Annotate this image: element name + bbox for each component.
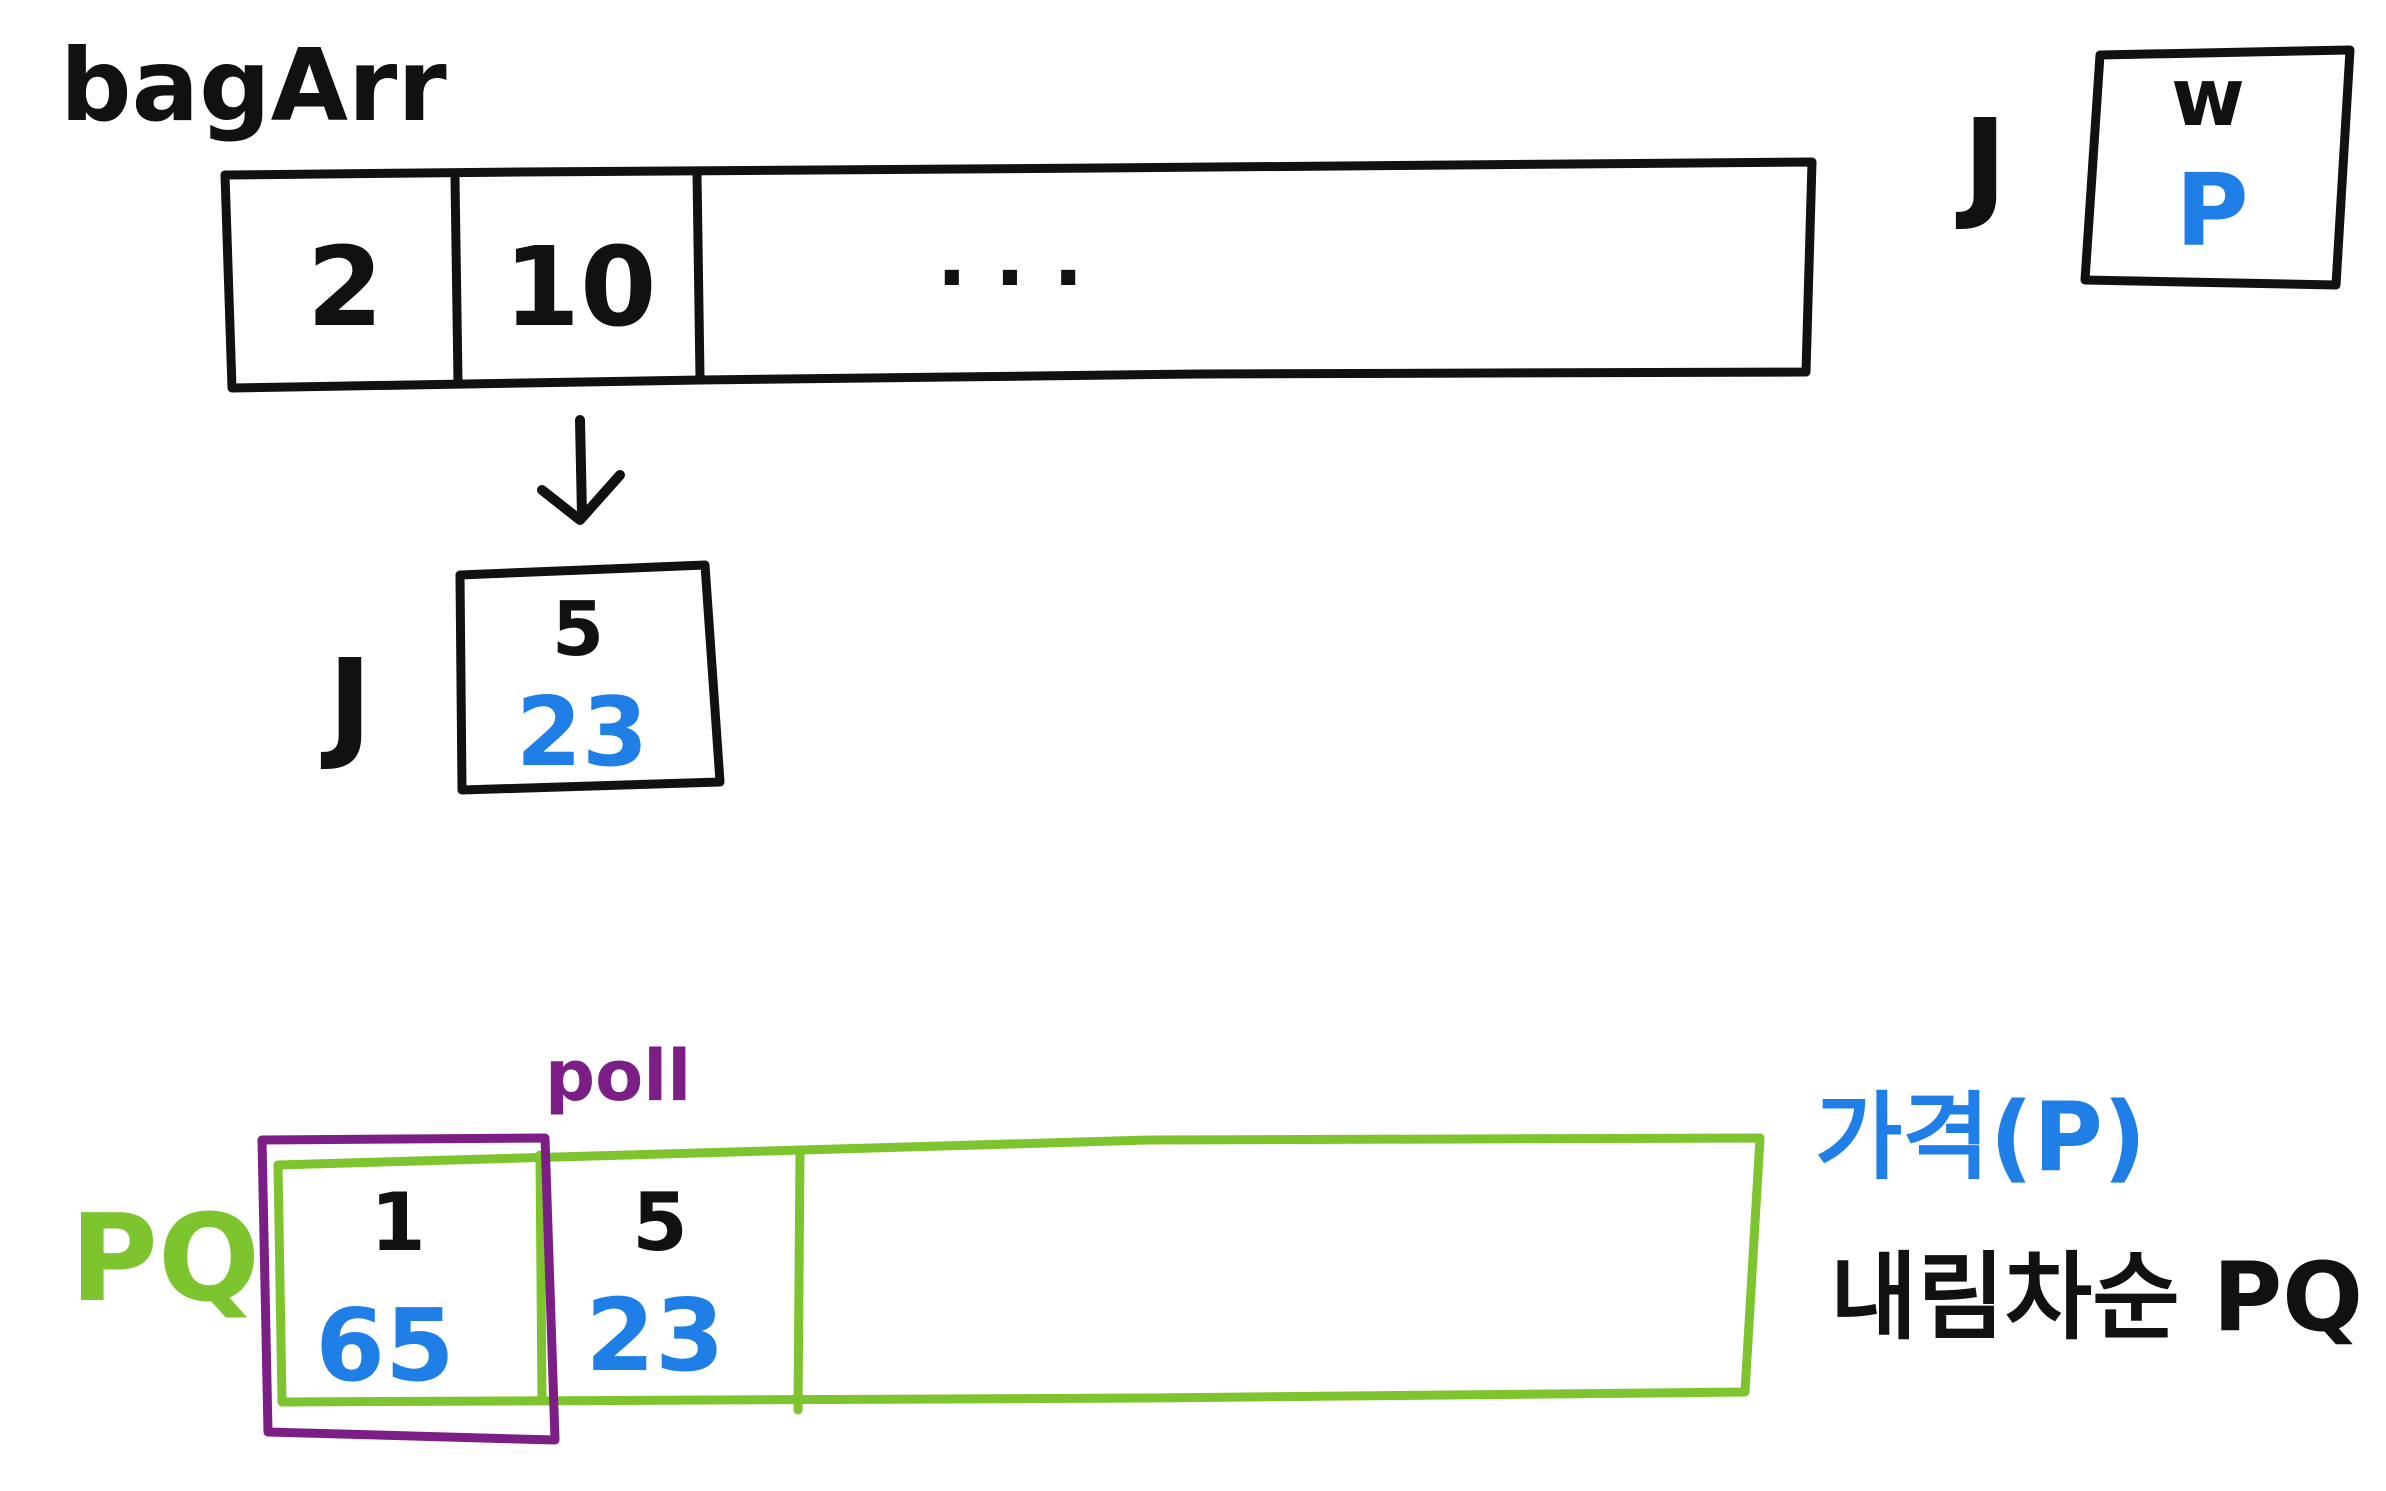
bag-array-title: bagArr	[60, 27, 447, 144]
pq-order-price-label: 가격(P)	[1815, 1083, 2146, 1193]
priority-queue-label: PQ	[70, 1190, 260, 1329]
priority-queue-box	[273, 1133, 1765, 1407]
bag-array-cell-0: 2	[307, 223, 384, 351]
bag-array-cell-1: 10	[503, 223, 656, 351]
pq-item-1-price: 23	[585, 1277, 724, 1394]
bag-array-box	[220, 157, 1817, 393]
priority-queue-divider-2	[793, 1145, 805, 1415]
pq-order-desc-label: 내림차순 PQ	[1830, 1243, 2363, 1353]
pq-item-0-price: 65	[315, 1287, 454, 1404]
down-arrow-icon	[537, 415, 625, 525]
pq-item-1-weight: 5	[632, 1176, 688, 1269]
poll-label: poll	[545, 1035, 691, 1117]
bag-array-cell-ellipsis: . . .	[937, 211, 1084, 304]
jewel-example-price: 23	[516, 678, 648, 788]
priority-queue-divider-1	[535, 1150, 547, 1405]
jewel-legend-price: P	[2175, 152, 2248, 269]
poll-highlight-box	[257, 1133, 560, 1445]
pq-item-0-weight: 1	[370, 1176, 426, 1269]
bag-array-divider-2	[692, 169, 705, 383]
bag-array-divider-1	[450, 173, 463, 387]
jewel-example-box	[455, 560, 725, 795]
jewel-legend-box	[2080, 45, 2355, 290]
jewel-example-label: J	[321, 635, 373, 774]
jewel-legend-label: J	[1956, 95, 2008, 234]
jewel-legend-weight: w	[2171, 51, 2245, 144]
jewel-example-weight: 5	[552, 585, 604, 673]
